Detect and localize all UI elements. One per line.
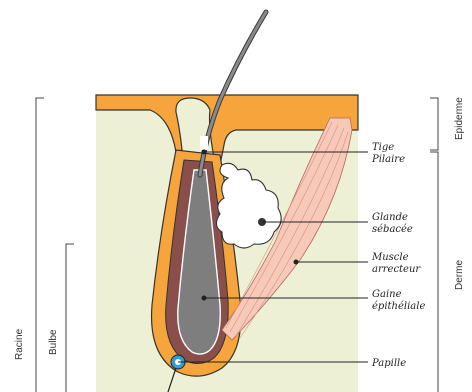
bracket-bulbe — [66, 244, 74, 392]
label-tige: Tige — [372, 142, 394, 153]
label-sebacee: sébacée — [372, 224, 413, 235]
label-gaine: Gaine — [372, 289, 402, 300]
label-derme: Derme — [454, 260, 465, 290]
bracket-derme — [430, 152, 438, 392]
label-racine: Racine — [14, 328, 25, 360]
bracket-epiderme — [430, 98, 438, 150]
label-glande: Glande — [372, 212, 408, 223]
bracket-racine — [36, 98, 44, 392]
label-papille: Papille — [371, 358, 406, 369]
label-arrecteur: arrecteur — [372, 264, 421, 275]
label-epiderme: Epiderme — [454, 97, 465, 140]
label-epitheliale: épithéliale — [372, 301, 425, 312]
label-bulbe: Bulbe — [48, 329, 59, 355]
label-pilaire: Pilaire — [371, 154, 405, 165]
label-muscle: Muscle — [371, 252, 409, 263]
